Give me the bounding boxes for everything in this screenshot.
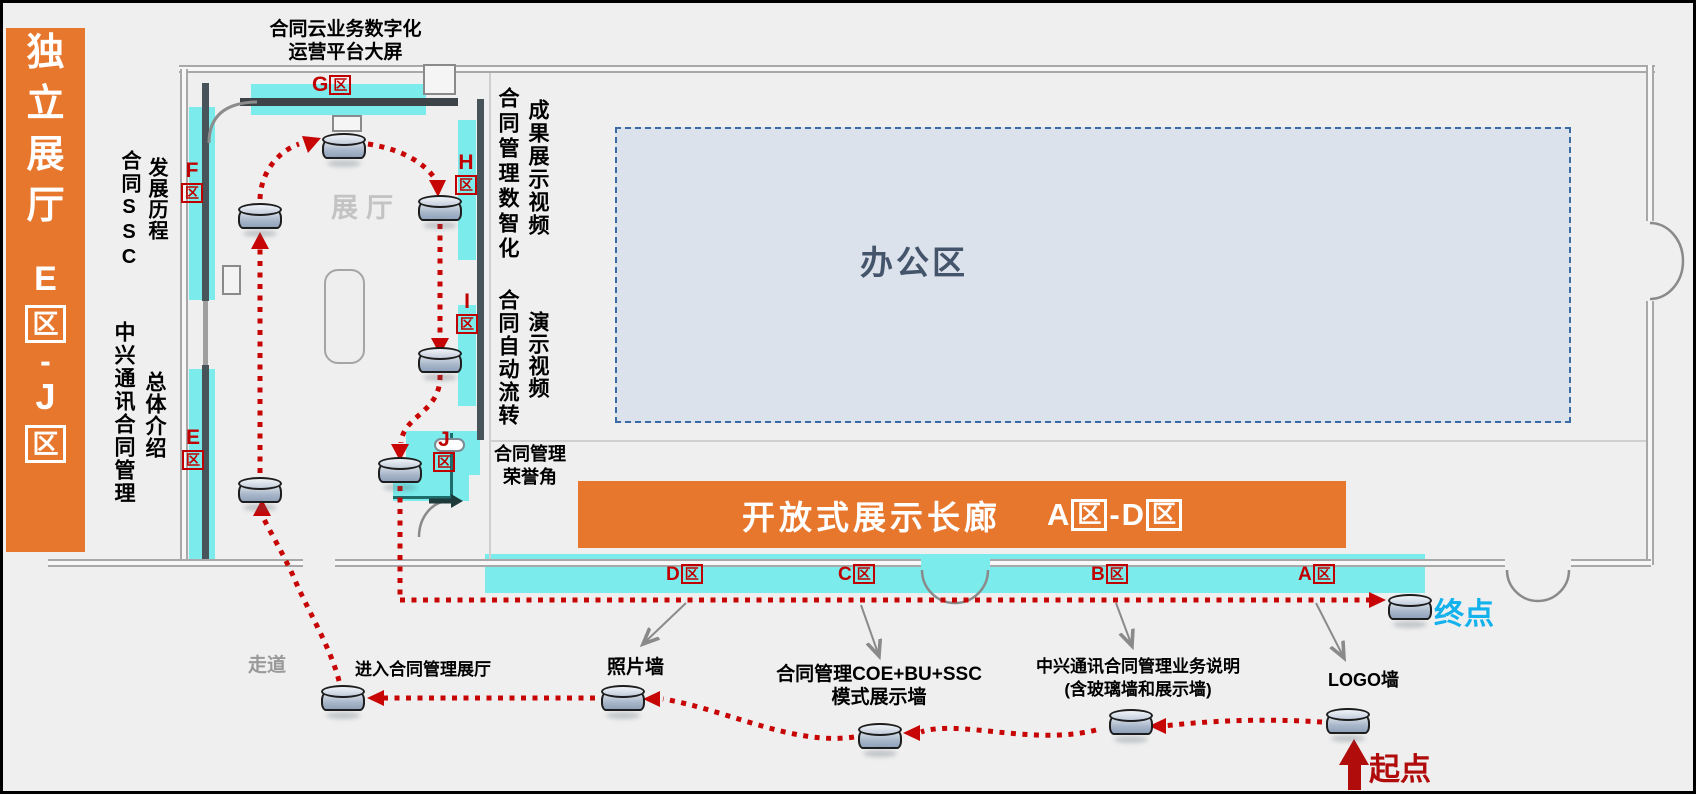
- route-marker-photo-wall: [601, 685, 645, 711]
- wall-fixture-top: [332, 115, 362, 132]
- banner-dash: -: [40, 343, 51, 379]
- j-wall-horizontal: [393, 496, 455, 499]
- zone-i-strip: [458, 305, 476, 406]
- open-corridor-banner: 开放式展示长廊 A 区 - D 区: [578, 481, 1346, 548]
- route-marker-f: [238, 203, 282, 229]
- zone-h-strip: [458, 120, 476, 260]
- caption-achievement-video: 成果展示视频: [526, 99, 549, 237]
- wall-column-top: [423, 64, 456, 95]
- route-marker-end: [1388, 594, 1432, 620]
- wall-left: [180, 69, 188, 561]
- route-marker-g: [322, 133, 366, 159]
- wall-bottom-1: [48, 559, 303, 567]
- banner-zone-qu: 区: [25, 305, 66, 343]
- caption-logo-wall: LOGO墙: [1328, 670, 1399, 690]
- tour-route-path: [257, 141, 1371, 741]
- end-point-label: 终点: [1434, 598, 1494, 631]
- banner-zone-letter: J: [35, 376, 56, 417]
- office-area: 办公区: [615, 127, 1571, 423]
- banner-char: 独: [26, 32, 65, 74]
- big-screen-bar: [240, 98, 458, 106]
- j-door-arrow: [429, 494, 463, 508]
- hall-right-wall: [477, 99, 484, 440]
- range-dash: -: [1109, 496, 1120, 532]
- wall-right-lower: [1646, 301, 1654, 565]
- hall-corner-arc: [207, 100, 258, 144]
- wall-top: [179, 65, 1655, 73]
- route-marker-e: [238, 477, 282, 503]
- caption-development-history: 发展历程: [145, 157, 167, 241]
- corridor-banner-title: 开放式展示长廊: [741, 498, 1001, 536]
- hall-left-wall-upper: [202, 83, 209, 301]
- j-room-fixture: [434, 438, 465, 452]
- caption-digital-intelligence: 合同管理数智化: [496, 87, 519, 262]
- office-label: 办公区: [860, 244, 968, 281]
- caption-walkway: 走道: [248, 655, 287, 676]
- banner-char: 展: [26, 134, 65, 176]
- hall-left-wall-mid: [203, 301, 208, 365]
- banner-char: 立: [26, 83, 65, 125]
- start-point-label: 起点: [1369, 752, 1431, 787]
- caption-enter-hall: 进入合同管理展厅: [355, 660, 491, 679]
- hall-left-wall-lower: [202, 365, 209, 561]
- range-letter-d: D: [1121, 496, 1145, 532]
- corridor-banner-range: A 区 - D 区: [1046, 496, 1183, 533]
- route-marker-logo-wall: [1326, 708, 1370, 734]
- banner-char: 厅: [26, 185, 65, 227]
- wall-bottom-2: [335, 559, 921, 567]
- range-qu: 区: [1071, 498, 1108, 531]
- label-pointer-arrows: [643, 602, 1344, 658]
- route-marker-business-wall: [1109, 709, 1153, 735]
- range-letter-a: A: [1046, 496, 1070, 532]
- wall-bottom-4: [1571, 559, 1651, 567]
- banner-zone-letter: E: [34, 260, 57, 298]
- route-overlay: [207, 100, 1685, 790]
- caption-auto-flow: 合同自动流转: [496, 289, 519, 427]
- route-marker-j: [378, 457, 422, 483]
- hall-label: 展厅: [331, 193, 401, 223]
- caption-coe-wall: 合同管理COE+BU+SSC 模式展示墙: [776, 664, 982, 708]
- caption-honor-corner: 合同管理 荣誉角: [494, 444, 566, 487]
- caption-overall-intro: 总体介绍: [143, 371, 166, 459]
- route-marker-entrance: [321, 685, 365, 711]
- route-marker-h: [418, 195, 462, 221]
- wall-fixture-left: [222, 265, 241, 295]
- wall-bottom-3: [990, 559, 1505, 567]
- caption-contract-ssc: 合同SSC: [118, 150, 140, 271]
- partition-line-vertical: [489, 73, 491, 561]
- big-screen-caption: 合同云业务数字化 运营平台大屏: [269, 19, 422, 63]
- partition-line-horizontal: [490, 440, 1648, 442]
- caption-business-wall: 中兴通讯合同管理业务说明 (含玻璃墙和展示墙): [1036, 657, 1240, 699]
- range-qu: 区: [1146, 498, 1183, 531]
- independent-hall-banner: 独 立 展 厅 E 区 - J 区: [6, 28, 85, 552]
- caption-demo-video: 演示视频: [526, 311, 549, 399]
- banner-zone-qu: 区: [25, 425, 66, 463]
- door-arcs: [417, 221, 1685, 605]
- tour-route-arrowheads: [251, 136, 1386, 741]
- wall-right-upper: [1646, 65, 1654, 221]
- pillar: [324, 269, 365, 364]
- j-wall-vertical: [450, 433, 453, 501]
- caption-photo-wall: 照片墙: [607, 657, 665, 678]
- start-arrow-icon: [1339, 739, 1369, 790]
- route-marker-coe-wall: [858, 723, 902, 749]
- route-marker-i: [418, 347, 462, 373]
- caption-zte-contract-mgmt: 中兴通讯合同管理: [112, 321, 135, 505]
